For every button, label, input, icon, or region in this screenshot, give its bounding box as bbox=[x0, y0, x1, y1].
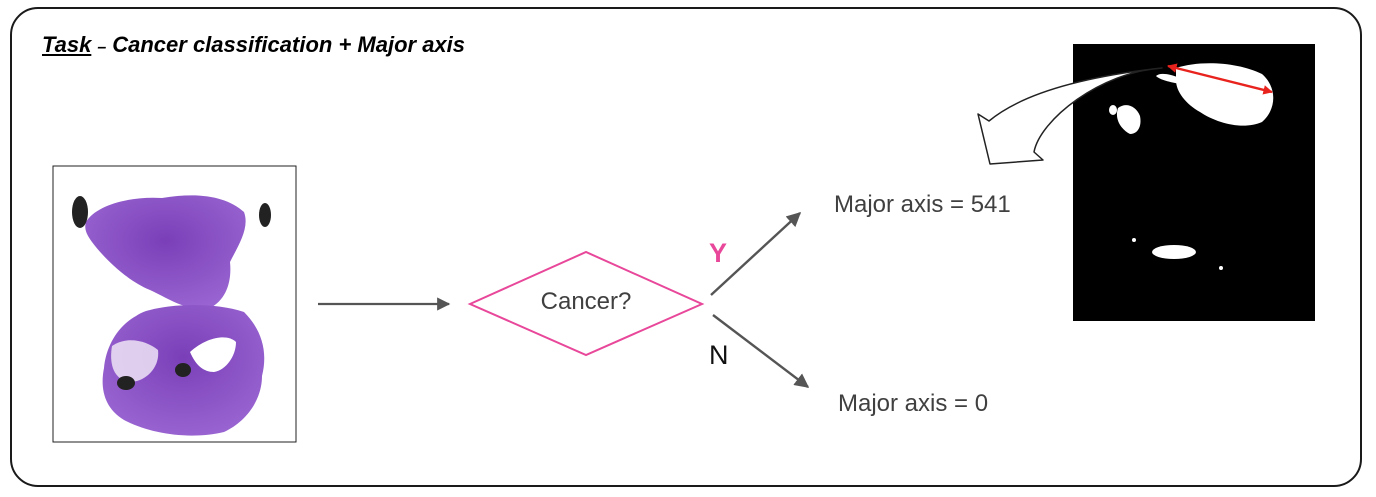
title-task-word: Task bbox=[42, 32, 92, 57]
no-label: N bbox=[709, 340, 729, 370]
mask-dot-2 bbox=[1219, 266, 1223, 270]
tissue-pale-region bbox=[111, 340, 159, 382]
ink-mark-lower-center bbox=[175, 363, 191, 377]
mask-image bbox=[1073, 44, 1315, 321]
histology-image bbox=[52, 165, 297, 443]
decision-diamond bbox=[467, 250, 705, 357]
title-separator: – bbox=[97, 39, 107, 56]
ink-mark-upper-right bbox=[259, 203, 271, 227]
mask-blob-medium bbox=[1116, 105, 1141, 134]
mask-blob-lower bbox=[1152, 245, 1196, 259]
curved-callout-arrow bbox=[977, 67, 1163, 165]
ink-mark-lower-left bbox=[117, 376, 135, 390]
major-axis-line bbox=[1167, 63, 1273, 95]
title-description: Cancer classification + Major axis bbox=[112, 32, 466, 57]
no-branch-arrow bbox=[712, 314, 810, 388]
mask-blob-small bbox=[1109, 105, 1117, 115]
decision-question: Cancer? bbox=[540, 288, 632, 315]
ink-mark-upper-left bbox=[72, 196, 88, 228]
output-no-result: Major axis = 0 bbox=[838, 390, 989, 417]
output-yes-result: Major axis = 541 bbox=[834, 191, 1011, 218]
tissue-lumen bbox=[190, 337, 236, 372]
task-frame bbox=[10, 7, 1362, 487]
yes-label: Y bbox=[709, 238, 728, 268]
yes-branch-arrow bbox=[710, 212, 802, 296]
task-title: Task–Cancer classification + Major axis bbox=[42, 32, 465, 58]
tissue-upper-lobe bbox=[85, 195, 246, 309]
mask-dot-1 bbox=[1132, 238, 1136, 242]
